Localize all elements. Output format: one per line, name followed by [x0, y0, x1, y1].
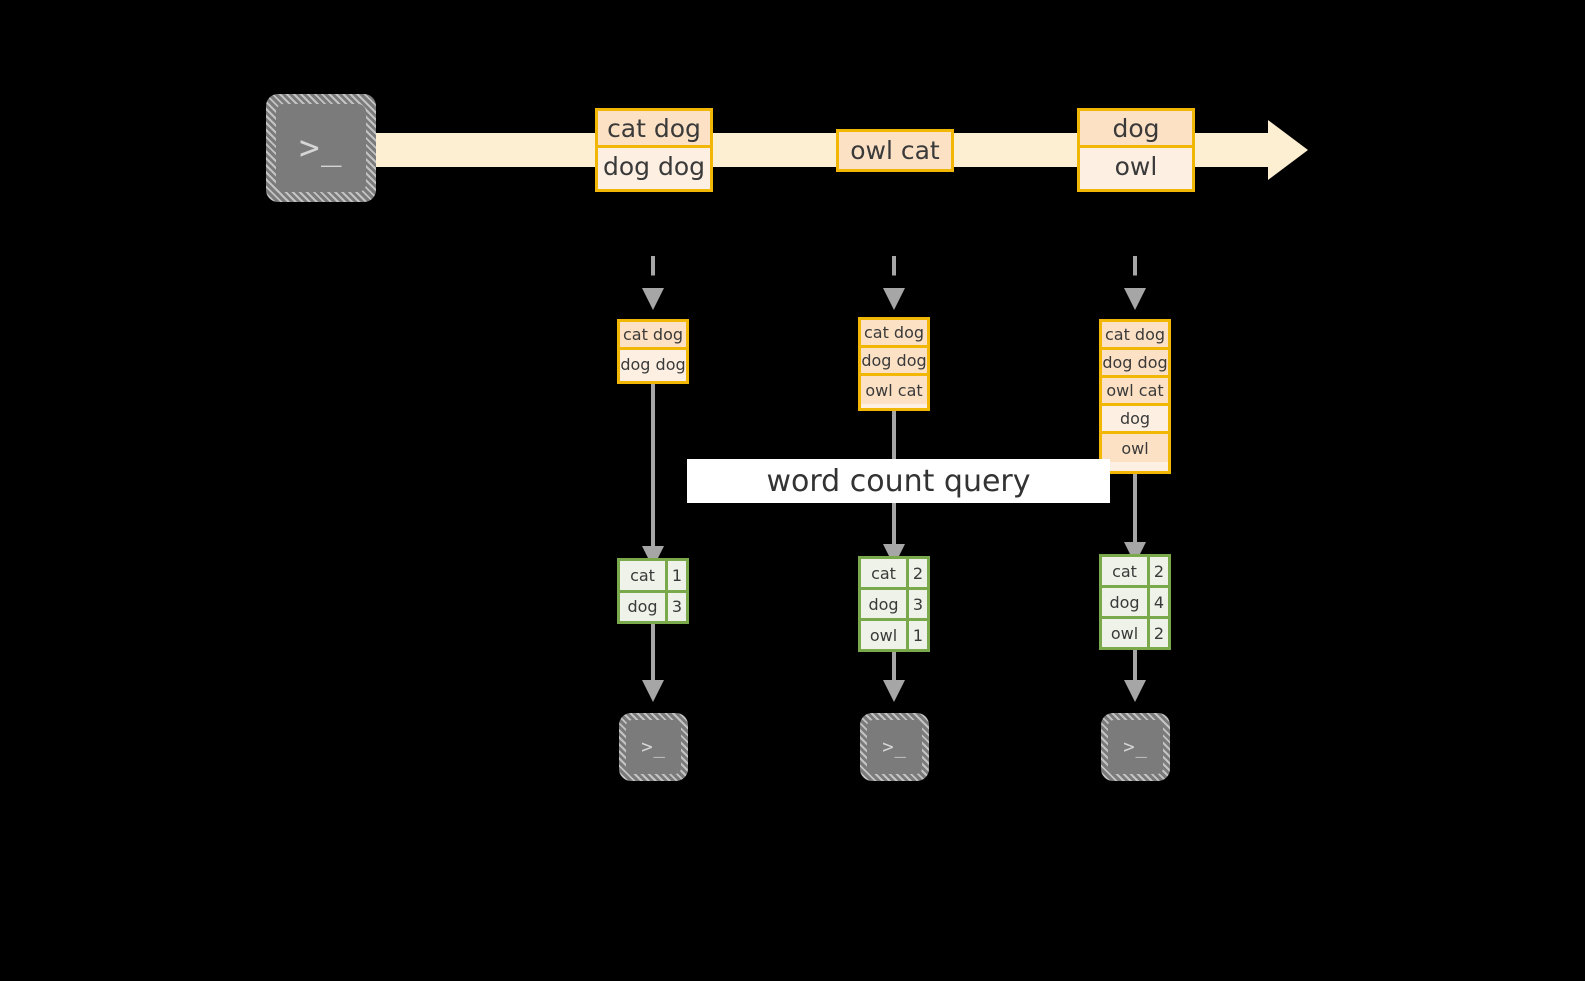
record-line: dog	[1102, 406, 1168, 434]
count-word: cat	[620, 561, 668, 590]
count-word: dog	[861, 590, 909, 618]
sink-connector	[651, 624, 655, 684]
snapshot-trigger-connector	[651, 256, 655, 298]
sink-terminal-body	[1108, 720, 1163, 774]
count-word: dog	[620, 592, 668, 621]
record-line: dog	[1080, 111, 1192, 148]
table-row: cat 2	[1102, 557, 1168, 588]
snapshot-3-records: cat dog dog dog owl cat dog owl	[1099, 319, 1171, 474]
count-word: owl	[1102, 619, 1150, 647]
count-word: cat	[1102, 557, 1150, 585]
table-row: owl 2	[1102, 619, 1168, 647]
snapshot-trigger-arrowhead	[1124, 288, 1146, 310]
snapshot-1-sink-terminal-icon[interactable]: >_	[619, 713, 688, 781]
record-line: cat dog	[861, 320, 927, 348]
count-word: dog	[1102, 588, 1150, 616]
query-connector	[651, 384, 655, 556]
source-terminal-body	[276, 104, 366, 192]
record-line: owl cat	[839, 132, 951, 169]
count-value: 1	[668, 561, 686, 590]
snapshot-2-sink-terminal-icon[interactable]: >_	[860, 713, 929, 781]
record-line: dog dog	[861, 348, 927, 376]
sink-connector-arrowhead	[1124, 680, 1146, 702]
sink-terminal-glyph: >_	[882, 736, 907, 758]
snapshot-3-sink-terminal-icon[interactable]: >_	[1101, 713, 1170, 781]
sink-connector-arrowhead	[883, 680, 905, 702]
snapshot-2-records: cat dog dog dog owl cat	[858, 317, 930, 411]
count-word: cat	[861, 559, 909, 587]
table-row: cat 1	[620, 561, 686, 593]
source-terminal-glyph: >_	[299, 128, 343, 168]
record-line: owl cat	[861, 376, 927, 404]
sink-terminal-glyph: >_	[641, 736, 666, 758]
snapshot-trigger-arrowhead	[883, 288, 905, 310]
record-line: owl	[1080, 148, 1192, 185]
snapshot-trigger-arrowhead	[642, 288, 664, 310]
stream-record: dog owl	[1077, 108, 1195, 192]
snapshot-trigger-connector	[892, 256, 896, 298]
sink-connector	[1133, 650, 1137, 684]
query-label-banner: word count query	[687, 459, 1110, 503]
record-line: dog dog	[1102, 350, 1168, 378]
stream-record: cat dog dog dog	[595, 108, 713, 192]
record-line: dog dog	[620, 350, 686, 378]
sink-connector-arrowhead	[642, 680, 664, 702]
record-line: cat dog	[598, 111, 710, 148]
table-row: dog 4	[1102, 588, 1168, 619]
snapshot-1-counts: cat 1 dog 3	[617, 558, 689, 624]
snapshot-2-counts: cat 2 dog 3 owl 1	[858, 556, 930, 652]
count-value: 3	[668, 592, 686, 621]
stream-record: owl cat	[836, 129, 954, 172]
table-row: owl 1	[861, 621, 927, 649]
snapshot-trigger-connector	[1133, 256, 1137, 298]
record-line: cat dog	[1102, 322, 1168, 350]
count-value: 2	[909, 559, 927, 587]
count-value: 1	[909, 621, 927, 649]
snapshot-3-counts: cat 2 dog 4 owl 2	[1099, 554, 1171, 650]
record-line: dog dog	[598, 148, 710, 185]
sink-terminal-glyph: >_	[1123, 736, 1148, 758]
table-row: dog 3	[861, 590, 927, 621]
query-label-text: word count query	[766, 463, 1031, 499]
count-value: 2	[1150, 619, 1168, 647]
record-line: owl	[1102, 434, 1168, 462]
source-terminal-icon[interactable]: >_	[266, 94, 376, 202]
stream-arrowhead	[1268, 120, 1308, 180]
count-word: owl	[861, 621, 909, 649]
count-value: 2	[1150, 557, 1168, 585]
table-row: dog 3	[620, 592, 686, 621]
sink-terminal-body	[867, 720, 922, 774]
sink-terminal-body	[626, 720, 681, 774]
query-connector	[1133, 474, 1137, 552]
count-value: 4	[1150, 588, 1168, 616]
sink-connector	[892, 652, 896, 684]
record-line: owl cat	[1102, 378, 1168, 406]
table-row: cat 2	[861, 559, 927, 590]
record-line: cat dog	[620, 322, 686, 350]
count-value: 3	[909, 590, 927, 618]
snapshot-1-records: cat dog dog dog	[617, 319, 689, 384]
